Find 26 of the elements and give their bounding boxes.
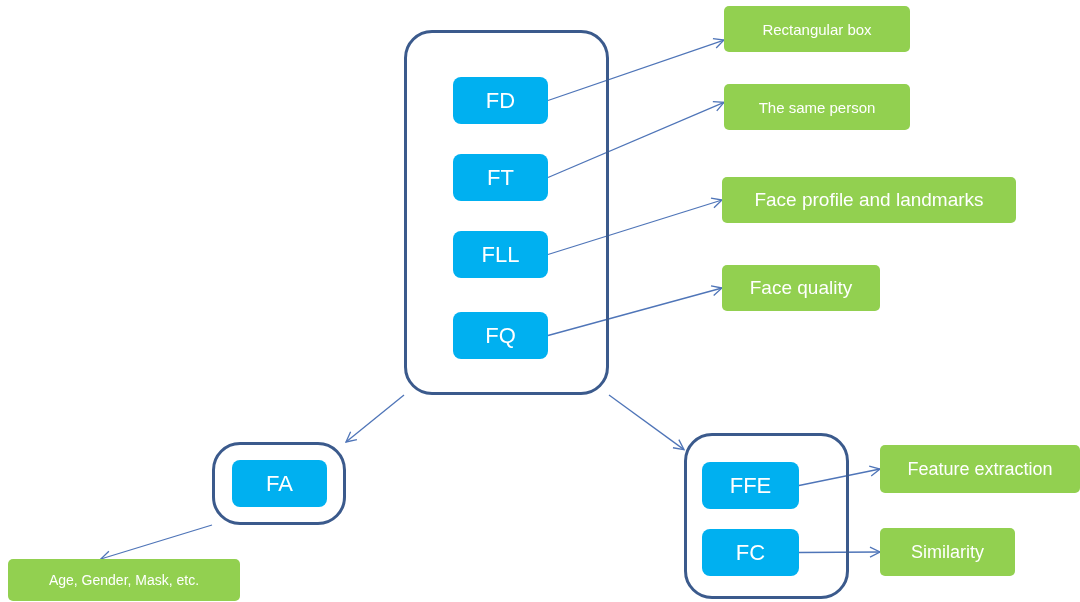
arrow xyxy=(547,197,723,256)
result-box: Face quality xyxy=(722,265,880,311)
module-box: FLL xyxy=(453,231,548,278)
arrow xyxy=(345,394,405,443)
arrow xyxy=(547,285,723,337)
module-box: FFE xyxy=(702,462,799,509)
arrow xyxy=(100,524,213,562)
module-box: FA xyxy=(232,460,327,507)
result-box: Face profile and landmarks xyxy=(722,177,1016,223)
result-box: Similarity xyxy=(880,528,1015,576)
module-box: FT xyxy=(453,154,548,201)
group-frame xyxy=(404,30,609,395)
arrow xyxy=(547,101,725,179)
result-box: Rectangular box xyxy=(724,6,910,52)
result-box: The same person xyxy=(724,84,910,130)
module-box: FD xyxy=(453,77,548,124)
group-frame xyxy=(212,442,346,525)
arrow xyxy=(798,546,881,558)
module-box: FQ xyxy=(453,312,548,359)
result-box: Feature extraction xyxy=(880,445,1080,493)
arrow xyxy=(608,394,685,451)
arrow xyxy=(547,37,725,102)
result-box: Age, Gender, Mask, etc. xyxy=(8,559,240,601)
group-frame xyxy=(684,433,849,599)
module-box: FC xyxy=(702,529,799,576)
arrow xyxy=(798,465,881,487)
